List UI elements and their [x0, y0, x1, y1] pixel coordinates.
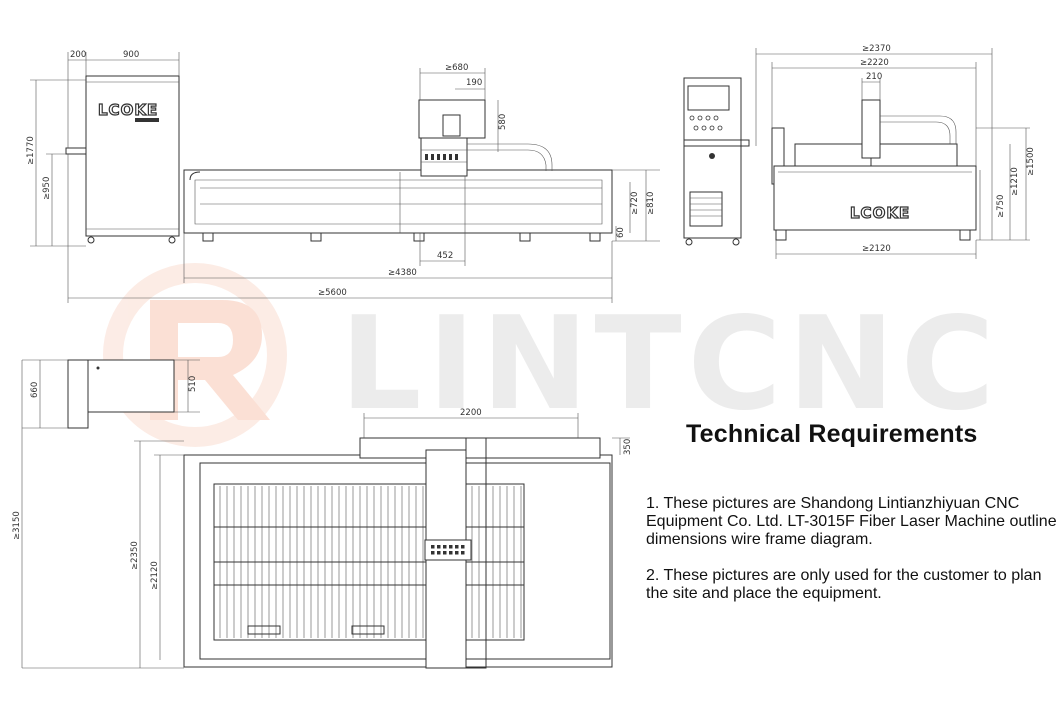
- dim-side-210: 210: [866, 72, 882, 82]
- svg-text:LCOKE: LCOKE: [850, 204, 910, 222]
- dim-front-4380: ≥4380: [388, 268, 417, 278]
- dim-front-810: ≥810: [646, 192, 656, 215]
- dim-top-2120: ≥2120: [150, 561, 160, 590]
- head-vent: [449, 545, 453, 549]
- dim-top-350: 350: [623, 439, 633, 455]
- dim-side-1210: ≥1210: [1010, 167, 1020, 196]
- dim-cabinet-200: 200: [70, 50, 86, 60]
- machine-side-view: LCOKE ≥2370 ≥2220 210 ≥750 ≥1210 ≥1500 ≥…: [755, 44, 1036, 259]
- machine-front-view: ≥680 190 580 ≥720 ≥810 60 452 ≥4380 ≥560…: [67, 63, 660, 303]
- dim-side-2120: ≥2120: [862, 244, 891, 254]
- cabinet-top-view: 660 510: [22, 359, 200, 429]
- dim-front-60: 60: [616, 227, 626, 238]
- technical-notes: Technical Requirements 1. These pictures…: [646, 420, 1060, 603]
- watermark-text: LINTCNC: [340, 290, 1001, 439]
- dim-head-580: 580: [498, 114, 508, 130]
- dim-front-452: 452: [437, 251, 453, 261]
- head-vent: [431, 545, 435, 549]
- head-vent: [431, 551, 435, 555]
- svg-text:LCOKE: LCOKE: [98, 101, 158, 119]
- dim-top-2350: ≥2350: [130, 541, 140, 570]
- dim-top-510: 510: [188, 376, 198, 392]
- cabinet-side-view: LCOKE 200 900 ≥1770 ≥950: [26, 50, 180, 247]
- head-vent: [455, 551, 459, 555]
- dim-top-3150: ≥3150: [12, 511, 22, 540]
- dim-side-2220: ≥2220: [860, 58, 889, 68]
- dim-side-1500: ≥1500: [1026, 147, 1036, 176]
- head-vent: [455, 545, 459, 549]
- dim-top-660: 660: [30, 382, 40, 398]
- head-vent: [461, 551, 465, 555]
- dim-cabinet-1770: ≥1770: [26, 136, 36, 165]
- machine-top-view: 2200 350 ≥3150 ≥2350 ≥2120: [12, 360, 633, 669]
- head-vent: [449, 551, 453, 555]
- note-1: 1. These pictures are Shandong Lintianzh…: [646, 495, 1057, 548]
- dim-head-680: ≥680: [445, 63, 468, 73]
- dim-head-190: 190: [466, 78, 482, 88]
- dim-front-720: ≥720: [630, 192, 640, 215]
- head-vent: [437, 551, 441, 555]
- note-2: 2. These pictures are only used for the …: [646, 567, 1042, 602]
- dim-top-2200: 2200: [460, 408, 482, 418]
- dim-side-750: ≥750: [996, 195, 1006, 218]
- head-vent: [443, 545, 447, 549]
- head-vent: [461, 545, 465, 549]
- dim-cabinet-900: 900: [123, 50, 139, 60]
- lcoke-logo-side: LCOKE: [849, 203, 910, 222]
- watermark: LINTCNC: [103, 263, 1001, 447]
- lcoke-logo-cabinet: LCOKE: [97, 100, 159, 122]
- dim-cabinet-950: ≥950: [42, 177, 52, 200]
- heading-technical-requirements: Technical Requirements: [686, 420, 978, 448]
- head-vent: [437, 545, 441, 549]
- dim-front-5600: ≥5600: [318, 288, 347, 298]
- watermark-logo-icon: [103, 263, 287, 447]
- dim-side-2370: ≥2370: [862, 44, 891, 54]
- control-cabinet-view: [683, 77, 750, 246]
- head-vent: [443, 551, 447, 555]
